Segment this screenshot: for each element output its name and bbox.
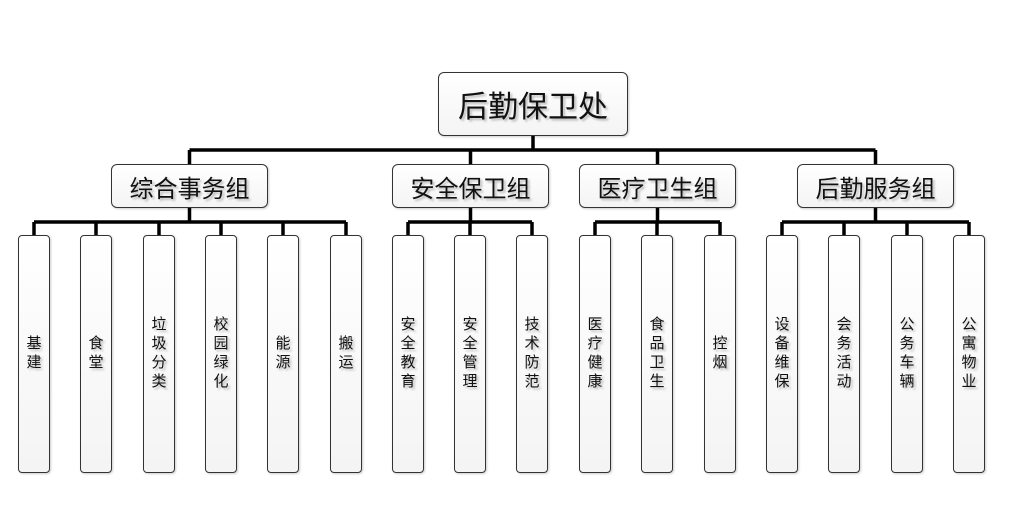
- leaf-node: 安全管理: [454, 235, 486, 473]
- root-node: 后勤保卫处: [438, 72, 628, 136]
- leaf-node: 设备维保: [766, 235, 798, 473]
- leaf-node: 食品卫生: [641, 235, 673, 473]
- leaf-node: 搬运: [330, 235, 362, 473]
- leaf-node: 医疗健康: [579, 235, 611, 473]
- group-node: 安全保卫组: [392, 164, 549, 208]
- leaf-node: 公务车辆: [891, 235, 923, 473]
- group-node: 医疗卫生组: [579, 164, 736, 208]
- leaf-node: 安全教育: [392, 235, 424, 473]
- group-node: 综合事务组: [111, 164, 268, 208]
- leaf-node: 技术防范: [516, 235, 548, 473]
- leaf-node: 基建: [18, 235, 50, 473]
- leaf-node: 校园绿化: [205, 235, 237, 473]
- leaf-node: 垃圾分类: [143, 235, 175, 473]
- leaf-node: 食堂: [80, 235, 112, 473]
- leaf-node: 控烟: [704, 235, 736, 473]
- leaf-node: 能源: [267, 235, 299, 473]
- leaf-node: 公寓物业: [953, 235, 985, 473]
- leaf-node: 会务活动: [828, 235, 860, 473]
- group-node: 后勤服务组: [797, 164, 954, 208]
